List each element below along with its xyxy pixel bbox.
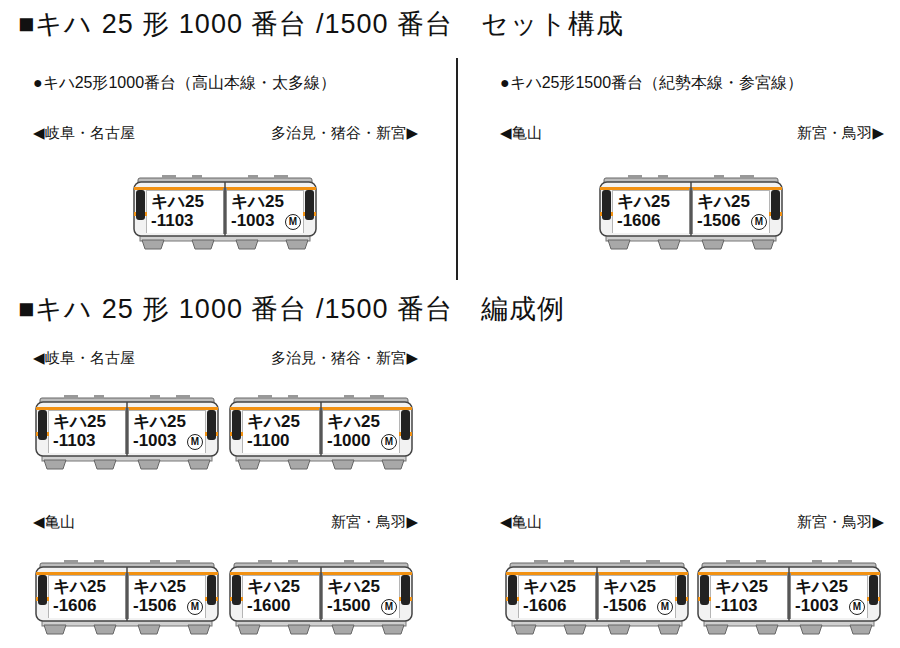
motor-car-mark: M <box>285 214 301 230</box>
railcar-number-panel: キハ25 -1606 <box>613 191 689 233</box>
train-unit <box>36 560 218 634</box>
train-unit <box>506 560 688 634</box>
car-number: キハ25 -1606 <box>523 577 592 615</box>
railcar-number-panel: キハ25 -1606 <box>519 576 595 618</box>
car-number: キハ25 -1600 <box>247 577 316 615</box>
railcar-number-panel: キハ25 -1600 <box>243 576 319 618</box>
motor-car-mark: M <box>751 214 767 230</box>
car-number: キハ25 -1606 <box>617 192 686 230</box>
motor-car-mark: M <box>187 599 203 615</box>
motor-mark-letter: M <box>385 437 393 447</box>
motor-mark-letter: M <box>853 602 861 612</box>
railcar-number-panel: キハ25 -1506M <box>129 576 205 618</box>
railcar-number-panel: キハ25 -1003M <box>227 191 303 233</box>
section-divider <box>456 58 458 280</box>
car-number: キハ25 -1100 <box>247 412 316 450</box>
railcar-number-panel: キハ25 -1003M <box>791 576 867 618</box>
train-unit <box>230 560 412 634</box>
railcar-number-panel: キハ25 -1000M <box>323 411 399 453</box>
train-unit <box>134 175 316 249</box>
motor-mark-letter: M <box>191 602 199 612</box>
direction-label: 多治見・猪谷・新宮▶ <box>271 349 418 367</box>
motor-mark-letter: M <box>191 437 199 447</box>
motor-mark-letter: M <box>289 217 297 227</box>
direction-label: 新宮・鳥羽▶ <box>797 513 884 531</box>
set-heading: ●キハ25形1500番台（紀勢本線・参宮線） <box>500 73 803 92</box>
motor-car-mark: M <box>187 434 203 450</box>
motor-car-mark: M <box>381 599 397 615</box>
direction-label: 新宮・鳥羽▶ <box>331 513 418 531</box>
railcar-number-panel: キハ25 -1606 <box>49 576 125 618</box>
direction-label: ◀亀山 <box>500 124 542 142</box>
direction-label: 新宮・鳥羽▶ <box>797 124 884 142</box>
railcar-number-panel: キハ25 -1500M <box>323 576 399 618</box>
direction-label: 多治見・猪谷・新宮▶ <box>271 124 418 142</box>
car-number: キハ25 -1103 <box>715 577 784 615</box>
direction-label: ◀岐阜・名古屋 <box>33 124 135 142</box>
train-unit <box>600 175 782 249</box>
section-heading: ■キハ 25 形 1000 番台 /1500 番台 編成例 <box>18 293 565 325</box>
motor-mark-letter: M <box>661 602 669 612</box>
set-heading: ●キハ25形1000番台（高山本線・太多線） <box>33 73 336 92</box>
motor-car-mark: M <box>381 434 397 450</box>
direction-label: ◀亀山 <box>33 513 75 531</box>
car-number: キハ25 -1103 <box>53 412 122 450</box>
railcar-number-panel: キハ25 -1506M <box>693 191 769 233</box>
car-number: キハ25 -1103 <box>151 192 220 230</box>
railcar-number-panel: キハ25 -1100 <box>243 411 319 453</box>
motor-car-mark: M <box>657 599 673 615</box>
motor-mark-letter: M <box>755 217 763 227</box>
train-unit <box>36 395 218 469</box>
railcar-number-panel: キハ25 -1103 <box>711 576 787 618</box>
direction-label: ◀岐阜・名古屋 <box>33 349 135 367</box>
railcar-number-panel: キハ25 -1003M <box>129 411 205 453</box>
train-unit <box>698 560 880 634</box>
railcar-number-panel: キハ25 -1103 <box>49 411 125 453</box>
motor-mark-letter: M <box>385 602 393 612</box>
section-heading: ■キハ 25 形 1000 番台 /1500 番台 セット構成 <box>18 8 624 40</box>
railcar-number-panel: キハ25 -1506M <box>599 576 675 618</box>
car-number: キハ25 -1606 <box>53 577 122 615</box>
train-unit <box>230 395 412 469</box>
direction-label: ◀亀山 <box>500 513 542 531</box>
motor-car-mark: M <box>849 599 865 615</box>
railcar-number-panel: キハ25 -1103 <box>147 191 223 233</box>
